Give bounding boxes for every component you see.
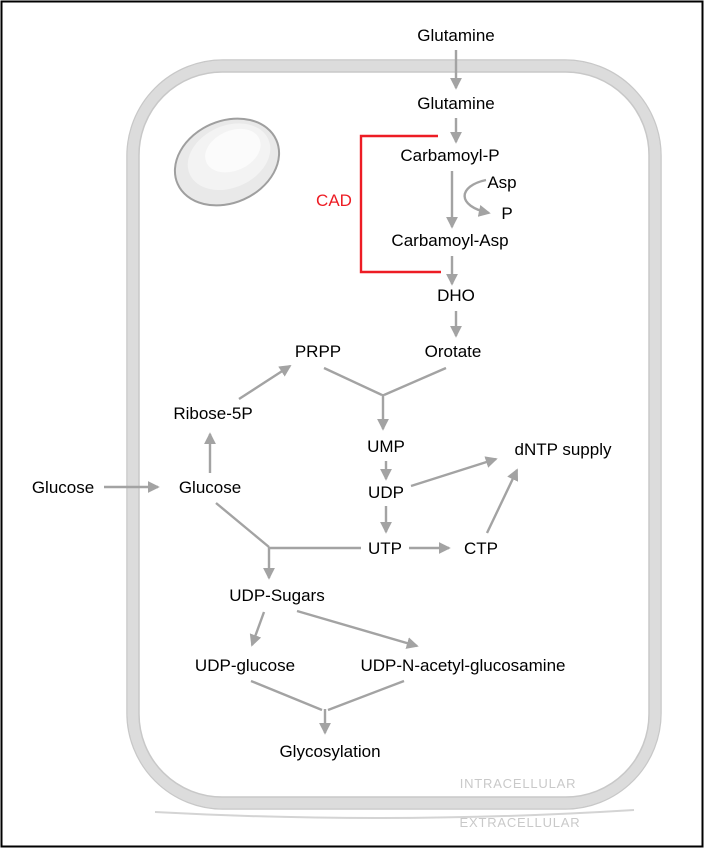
- membrane-band: [127, 60, 661, 809]
- membrane-bottom-shadow-line: [154, 809, 635, 820]
- node-udp-glucose: UDP-glucose: [195, 656, 295, 675]
- node-labels: Glutamine Glutamine Carbamoyl-P Asp P Ca…: [32, 26, 612, 761]
- enzyme-cad: CAD: [316, 191, 352, 210]
- region-labels: INTRACELLULAR EXTRACELLULAR: [460, 776, 581, 830]
- node-udp: UDP: [368, 483, 404, 502]
- line-prpp-to-ump-junction: [323, 366, 383, 397]
- cad-bracket: [359, 134, 441, 274]
- node-carbamoyl-asp: Carbamoyl-Asp: [391, 231, 508, 250]
- line-glucose-to-udpsugars-junction: [215, 502, 270, 548]
- membrane-outer-edge: [126, 59, 662, 810]
- node-ump: UMP: [367, 437, 405, 456]
- arrow-udpsugars-to-udpnag: [296, 609, 419, 649]
- nucleus: [173, 117, 281, 207]
- intracellular-label: INTRACELLULAR: [460, 776, 577, 791]
- nucleus-shade-highlight: [205, 128, 261, 173]
- arrow-asp-to-p: [463, 178, 491, 217]
- node-dho: DHO: [437, 286, 475, 305]
- line-udpnag-to-glycosylation-junction: [327, 679, 405, 712]
- cell-membrane: [126, 59, 662, 820]
- node-ctp: CTP: [464, 539, 498, 558]
- arrow-ctp-to-dntp: [485, 468, 519, 534]
- node-p: P: [501, 204, 512, 223]
- node-orotate: Orotate: [425, 342, 482, 361]
- line-udpglucose-to-glycosylation-junction: [250, 679, 323, 712]
- line-orotate-to-ump-junction: [383, 366, 447, 397]
- node-glucose-extracellular: Glucose: [32, 478, 94, 497]
- pathway-edges: [104, 50, 519, 735]
- arrow-ribose5p-to-prpp: [238, 364, 292, 401]
- arrow-udpsugars-to-udpglucose: [249, 611, 266, 647]
- node-prpp: PRPP: [295, 342, 341, 361]
- node-glycosylation: Glycosylation: [279, 742, 380, 761]
- node-udp-sugars: UDP-Sugars: [229, 586, 324, 605]
- node-glutamine-extracellular: Glutamine: [417, 26, 494, 45]
- node-ribose-5p: Ribose-5P: [173, 404, 252, 423]
- node-dntp-supply: dNTP supply: [514, 440, 612, 459]
- node-asp: Asp: [487, 173, 516, 192]
- arrow-udp-to-dntp: [410, 456, 498, 488]
- membrane-inner-edge: [138, 71, 650, 798]
- node-udp-n-acetyl-glucosamine: UDP-N-acetyl-glucosamine: [360, 656, 565, 675]
- node-utp: UTP: [368, 539, 402, 558]
- extracellular-label: EXTRACELLULAR: [460, 815, 581, 830]
- node-carbamoyl-p: Carbamoyl-P: [400, 146, 499, 165]
- node-glutamine-intracellular: Glutamine: [417, 94, 494, 113]
- node-glucose-intracellular: Glucose: [179, 478, 241, 497]
